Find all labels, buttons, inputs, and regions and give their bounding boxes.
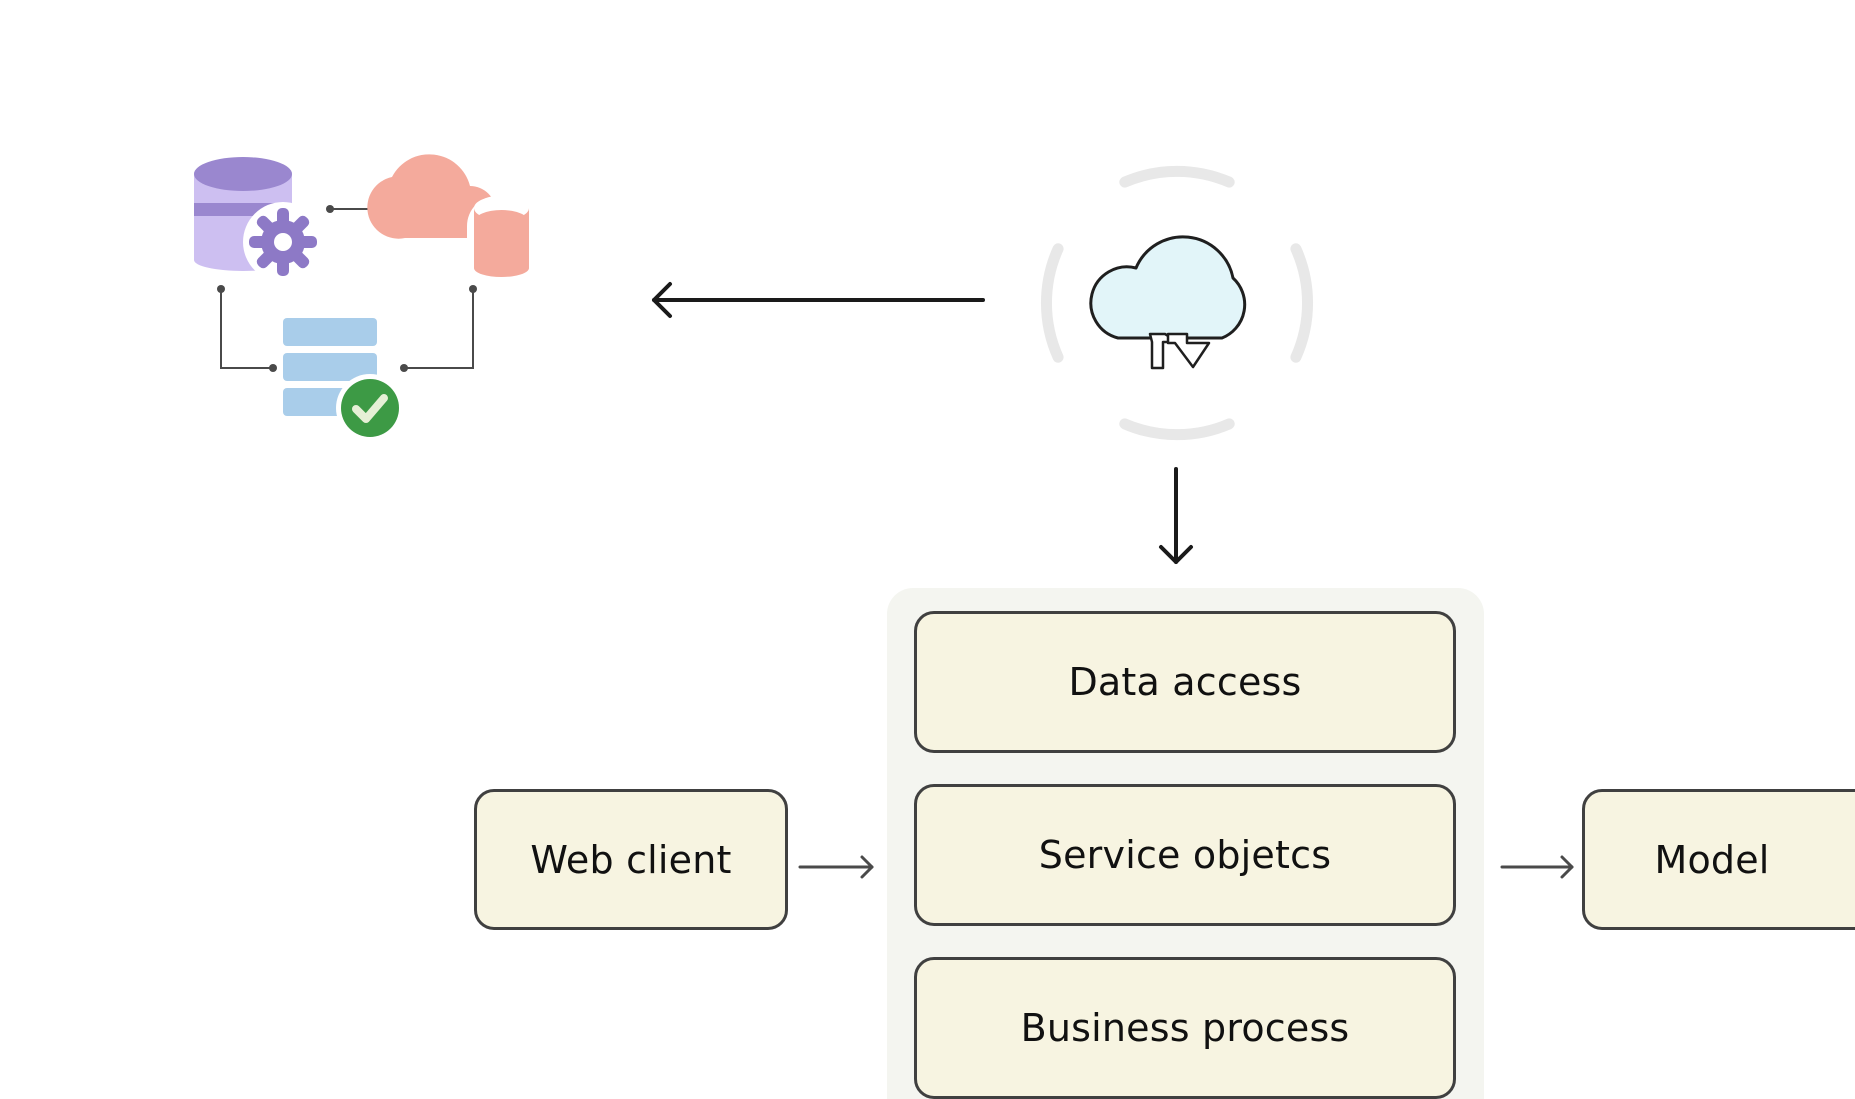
server-check-icon <box>283 318 404 442</box>
cloud-database-icon <box>367 154 530 277</box>
web-client-arrow-icon <box>798 855 874 879</box>
service-objects-box: Service objetcs <box>914 784 1456 926</box>
down-arrow-icon <box>1159 467 1193 564</box>
left-arrow-icon <box>652 282 985 318</box>
database-gear-icon <box>194 157 323 282</box>
data-access-box: Data access <box>914 611 1456 753</box>
data-integration-icon <box>194 154 530 442</box>
sync-ring-icon <box>1040 165 1314 441</box>
web-client-box: Web client <box>474 789 788 930</box>
model-box: Model <box>1582 789 1855 930</box>
cloud-transfer-icon <box>1089 235 1247 370</box>
model-arrow-icon <box>1500 855 1574 879</box>
business-process-box: Business process <box>914 957 1456 1099</box>
